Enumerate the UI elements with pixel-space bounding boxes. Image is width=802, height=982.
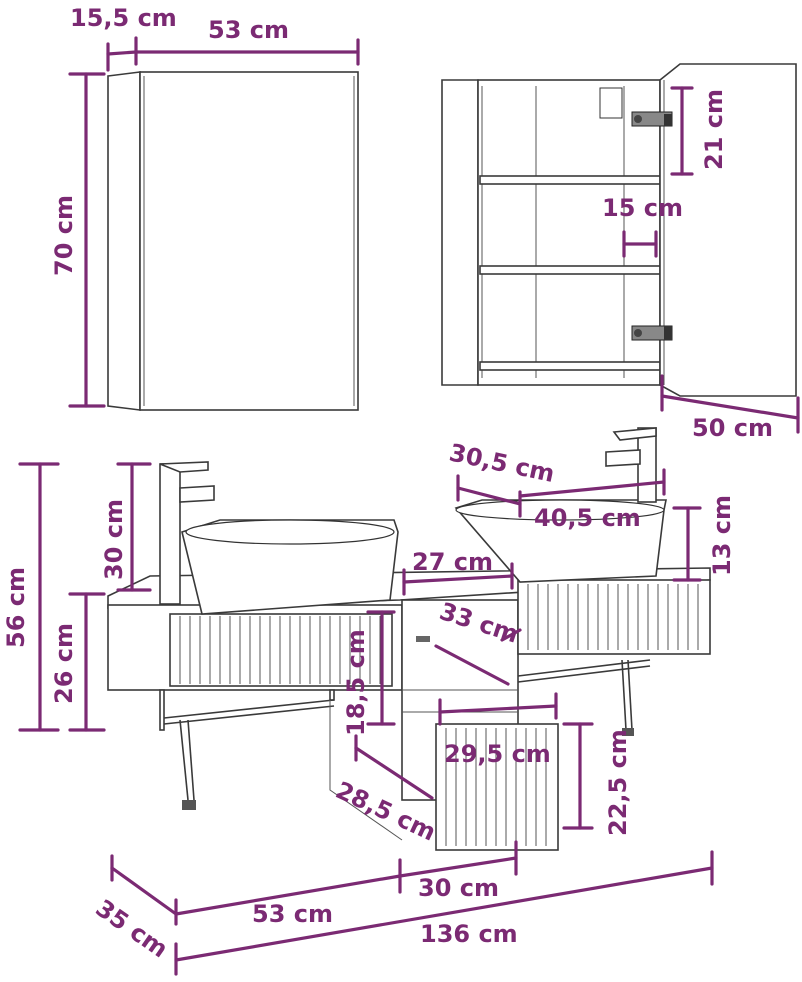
label-drawer-height: 22,5 cm bbox=[604, 729, 632, 836]
label-faucet-height: 30 cm bbox=[100, 499, 128, 580]
vanity-unit bbox=[107, 427, 711, 851]
label-basin-width: 40,5 cm bbox=[534, 504, 641, 532]
label-basin-height: 13 cm bbox=[708, 495, 736, 576]
label-total-height: 56 cm bbox=[2, 567, 30, 648]
label-door-width: 50 cm bbox=[692, 414, 773, 442]
label-drawer-width: 29,5 cm bbox=[444, 740, 551, 768]
label-left-width: 53 cm bbox=[252, 900, 333, 928]
label-cabinet-height: 70 cm bbox=[50, 195, 78, 276]
upper-hinge-icon bbox=[599, 87, 673, 127]
label-cabinet-depth: 15,5 cm bbox=[70, 4, 177, 32]
label-middle-top-width: 27 cm bbox=[412, 548, 493, 576]
open-mirror-cabinet bbox=[441, 63, 797, 397]
dimension-lines bbox=[18, 36, 800, 976]
label-shelf-top-gap: 21 cm bbox=[700, 89, 728, 170]
lower-hinge-icon bbox=[631, 325, 673, 341]
closed-mirror-cabinet bbox=[107, 71, 359, 411]
label-shelf-gap: 15 cm bbox=[602, 194, 683, 222]
label-cabinet-width: 53 cm bbox=[208, 16, 289, 44]
right-drawer-ribs bbox=[527, 584, 699, 650]
label-counter-height: 26 cm bbox=[50, 623, 78, 704]
label-middle-width: 30 cm bbox=[418, 874, 499, 902]
label-total-width: 136 cm bbox=[420, 920, 518, 948]
label-middle-open-height: 18,5 cm bbox=[342, 629, 370, 736]
middle-drawer-ribs bbox=[445, 728, 547, 846]
left-drawer-ribs bbox=[179, 616, 381, 684]
label-basin-depth: 30,5 cm bbox=[447, 438, 557, 488]
